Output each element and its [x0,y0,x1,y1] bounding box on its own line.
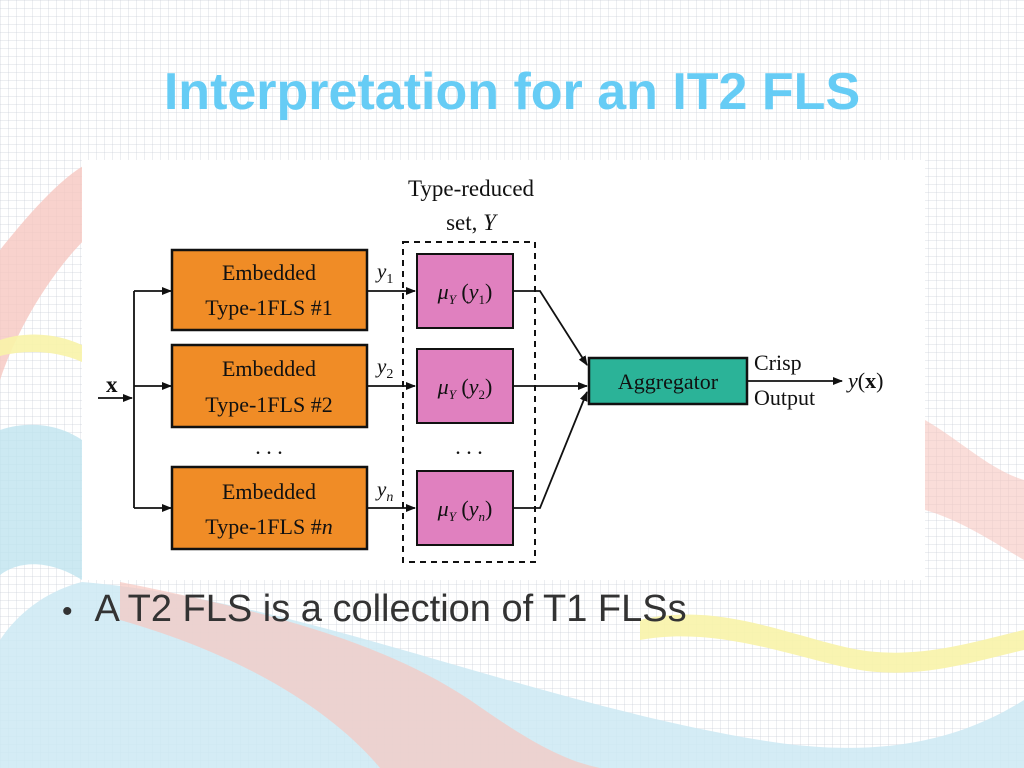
embedded-fls-n-line2: Type-1FLS #n [205,514,332,539]
embedded-fls-1-line2: Type-1FLS #1 [205,295,332,320]
mu-open-1: ( [456,279,469,304]
mu-open-n: ( [456,496,469,521]
output-yn-label: yn [375,477,393,505]
arrow-mu1-to-aggregator [513,290,588,366]
final-output-close: ) [876,368,883,393]
membership-1-formula: μY (y1) [437,279,493,307]
slide-title: Interpretation for an IT2 FLS [163,63,861,121]
embedded-fls-2-box [170,343,369,429]
embedded-fls-2-line2: Type-1FLS #2 [205,392,332,417]
mu-arg-sub-1: 1 [479,292,486,307]
membership-box-2: μY (y2) [416,348,514,424]
membership-box-1: μY (y1) [416,253,514,329]
mu-arg-2: y [467,374,479,399]
mu-symbol-n: μ [437,496,449,521]
embedded-fls-1: Embedded Type-1FLS #1 [170,248,369,332]
input-x-label: x [106,372,118,397]
embedded-fls-2-line1: Embedded [222,356,316,381]
mu-sub-n: Y [449,509,458,524]
ellipsis-fls: . . . [255,434,283,459]
final-output-symbol: y [846,368,858,393]
ellipsis-membership: . . . [455,434,483,459]
embedded-fls-n-line2-text: Type-1FLS # [205,514,321,539]
wave-yellow-bottom [640,614,1024,673]
mu-sub-1: Y [449,292,458,307]
mu-close-2: ) [485,374,492,399]
aggregator-label: Aggregator [618,369,719,394]
membership-n-formula: μY (yn) [437,496,493,524]
mu-symbol-1: μ [437,279,449,304]
final-output-arg: x [865,368,876,393]
mu-close-1: ) [485,279,492,304]
type-reduced-set-text: set, [446,210,483,235]
embedded-fls-2: Embedded Type-1FLS #2 [170,343,369,429]
arrow-mun-to-aggregator [513,391,588,509]
type-reduced-label-line1: Type-reduced [408,176,535,201]
embedded-fls-n-line1: Embedded [222,479,316,504]
membership-box-n: μY (yn) [416,470,514,546]
wave-yellow-left [0,334,82,362]
output-y2-label: y2 [375,354,393,382]
type-reduced-set-boundary [402,241,536,563]
mu-sub-2: Y [449,387,458,402]
output-yn-symbol: y [375,477,387,501]
type-reduced-symbol: Y [483,210,498,235]
wave-salmon-right [925,420,1024,560]
bullet-text: A T2 FLS is a collection of T1 FLSs [94,588,687,630]
membership-box-n-rect [416,470,514,546]
output-label: Output [754,385,815,410]
embedded-fls-1-line1: Embedded [222,260,316,285]
embedded-fls-n: Embedded Type-1FLS #n [170,465,369,551]
output-yn-sub: n [386,490,393,505]
embedded-fls-1-box [170,248,369,332]
embedded-fls-n-index: n [322,514,333,539]
membership-box-2-rect [416,348,514,424]
mu-arg-n: y [467,496,479,521]
final-output-label: y(x) [846,368,883,393]
bullet-dot-icon: • [62,595,73,628]
type-reduced-label-line2: set, Y [446,210,498,235]
output-y1-label: y1 [375,259,393,287]
mu-arg-1: y [467,279,479,304]
mu-open-2: ( [456,374,469,399]
aggregator-box [587,356,749,406]
wave-salmon-left [0,160,95,380]
aggregator-block: Aggregator [587,356,749,406]
membership-2-formula: μY (y2) [437,374,493,402]
mu-arg-sub-2: 2 [479,387,486,402]
diagram-canvas: Type-reduced set, Y x Embedded Type-1FLS… [98,176,883,563]
mu-arg-sub-n: n [479,509,486,524]
mu-close-n: ) [485,496,492,521]
embedded-fls-n-box [170,465,369,551]
wave-salmon-bottom [120,582,600,768]
fls-block-diagram: Type-reduced set, Y x Embedded Type-1FLS… [82,160,925,580]
bullet-point: • A T2 FLS is a collection of T1 FLSs [62,588,687,631]
wave-blue-left [0,424,82,580]
mu-symbol-2: μ [437,374,449,399]
output-y2-symbol: y [375,354,387,378]
output-y1-symbol: y [375,259,387,283]
final-output-open: ( [858,368,865,393]
output-y2-sub: 2 [386,367,393,382]
crisp-label: Crisp [754,350,802,375]
output-y1-sub: 1 [386,272,393,287]
